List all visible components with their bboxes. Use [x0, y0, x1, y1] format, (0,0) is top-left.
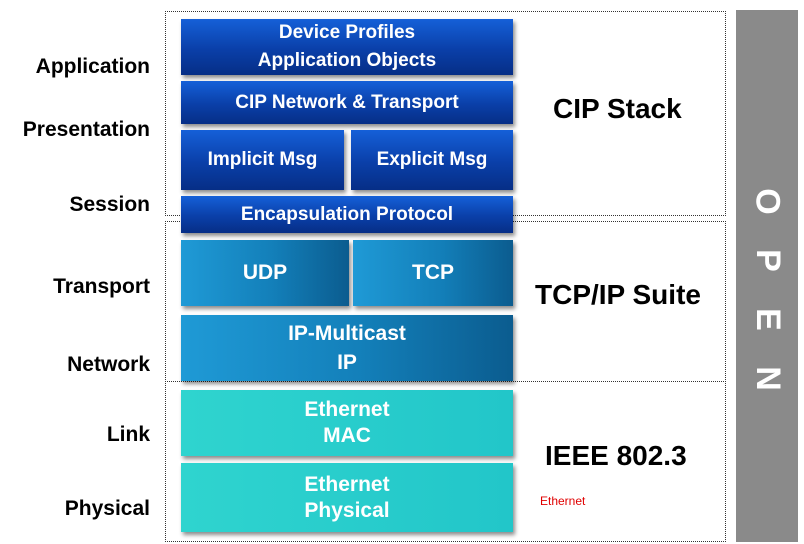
open-letter-o: O	[748, 188, 787, 215]
device-profiles-block: Device Profiles Application Objects	[181, 19, 513, 75]
osi-layer-session: Session	[69, 193, 150, 216]
ieee-802-3-label: IEEE 802.3	[545, 440, 687, 471]
ip-block: IP-Multicast IP	[181, 315, 513, 381]
udp-label: UDP	[242, 261, 288, 284]
open-letter-p: P	[748, 249, 787, 272]
ethernet-physical-line2: Physical	[304, 498, 390, 522]
explicit-msg-block: Explicit Msg	[351, 130, 513, 190]
ethernet-mac-block: Ethernet MAC	[181, 390, 513, 456]
cip-network-transport-block: CIP Network & Transport	[181, 81, 513, 124]
ieee-region	[165, 381, 726, 542]
udp-block: UDP	[181, 240, 349, 306]
device-profiles-label: Device Profiles	[278, 22, 416, 43]
application-objects-label: Application Objects	[257, 50, 437, 71]
tcp-block: TCP	[353, 240, 513, 306]
ip-multicast-label: IP-Multicast	[288, 321, 406, 345]
explicit-msg-label: Explicit Msg	[376, 149, 488, 170]
cip-network-transport-label: CIP Network & Transport	[235, 91, 459, 113]
osi-layer-transport: Transport	[53, 275, 150, 298]
osi-layer-physical: Physical	[64, 497, 150, 520]
tcp-label: TCP	[412, 261, 454, 284]
encapsulation-protocol-label: Encapsulation Protocol	[240, 203, 454, 225]
osi-layer-link: Link	[106, 423, 150, 446]
ethernet-physical-block: Ethernet Physical	[181, 463, 513, 532]
encapsulation-protocol-block: Encapsulation Protocol	[181, 196, 513, 233]
tcpip-suite-label: TCP/IP Suite	[535, 279, 701, 310]
open-letter-e: E	[748, 308, 787, 331]
ip-label: IP	[337, 350, 357, 374]
implicit-msg-block: Implicit Msg	[181, 130, 344, 190]
osi-layer-application: Application	[35, 55, 150, 78]
ethernet-note: Ethernet	[540, 494, 586, 508]
cip-stack-label: CIP Stack	[553, 93, 682, 124]
open-letter-n: N	[748, 366, 787, 391]
ethernet-mac-line1: Ethernet	[304, 398, 390, 421]
osi-layer-network: Network	[67, 353, 150, 376]
implicit-msg-label: Implicit Msg	[207, 149, 318, 170]
ethernet-physical-line1: Ethernet	[304, 472, 390, 496]
ethernet-mac-line2: MAC	[323, 424, 371, 447]
osi-layer-presentation: Presentation	[22, 118, 150, 141]
open-bar: O P E N	[736, 10, 798, 542]
